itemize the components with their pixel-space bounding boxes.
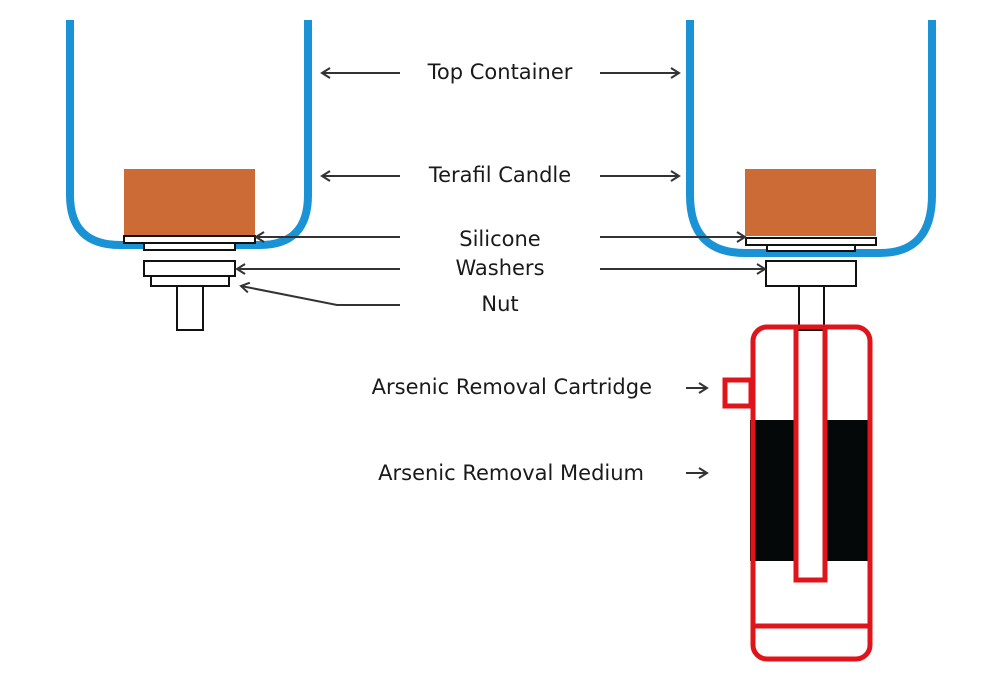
right-top-container [686,20,936,257]
right-spout [798,285,825,331]
left-spout [176,285,204,331]
left-terafil-candle [124,169,255,236]
right-upper-washer [745,237,877,246]
cartridge-side-port [722,377,754,409]
left-assembly [66,20,312,331]
left-upper-washer [123,235,256,244]
leader-lines [235,67,767,479]
right-assembly [686,20,936,662]
label-silicone: Silicone [459,227,541,251]
arrow-nut [239,281,400,306]
right-terafil-candle [745,169,876,236]
label-washers: Washers [455,256,545,280]
right-lower-washer [765,260,857,287]
cartridge-medium-right [825,420,872,561]
label-top-container: Top Container [427,60,573,84]
label-nut: Nut [481,292,519,316]
left-nut [150,275,230,287]
cartridge-inner-tube [793,324,828,583]
left-lower-washer [143,260,236,277]
arsenic-removal-cartridge [722,324,873,662]
cartridge-medium-left [750,420,797,561]
right-washer-base [766,244,856,252]
label-cartridge: Arsenic Removal Cartridge [371,375,652,399]
label-terafil-candle: Terafil Candle [428,163,572,187]
label-medium: Arsenic Removal Medium [378,461,644,485]
left-washer-base [143,242,236,251]
